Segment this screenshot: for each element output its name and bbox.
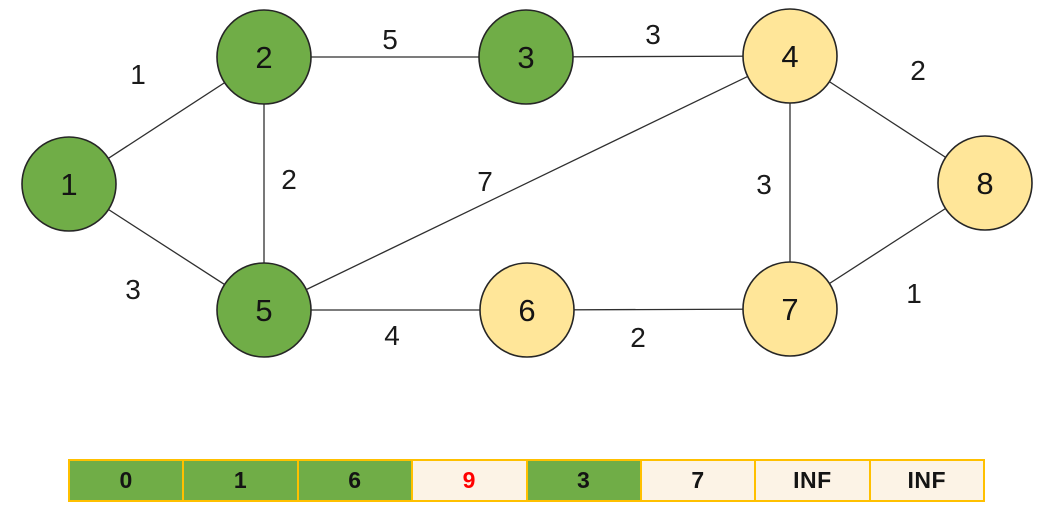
- distance-cell-3: 6: [298, 461, 414, 500]
- node-1: 1: [21, 136, 117, 232]
- distance-cell-4: 9: [413, 461, 528, 500]
- node-2: 2: [216, 9, 312, 105]
- distance-value-5: 3: [577, 467, 591, 493]
- edge-weight-4-8: 2: [910, 55, 926, 86]
- distance-table: 0 1 6 9 3 7 INF INF: [68, 459, 985, 502]
- distance-value-8: INF: [907, 467, 947, 493]
- edge-weight-1-5: 3: [125, 274, 141, 305]
- node-8-label: 8: [976, 166, 993, 201]
- distance-cell-8: INF: [870, 461, 983, 500]
- node-4: 4: [742, 8, 838, 104]
- node-8: 8: [937, 135, 1033, 231]
- node-4-label: 4: [781, 39, 798, 74]
- edge-weight-group: 1 3 5 2 3 7 3 2 4 2 1: [125, 19, 926, 353]
- edge-weight-5-6: 4: [384, 320, 400, 351]
- node-3: 3: [478, 9, 574, 105]
- graph-canvas: 1 3 5 2 3 7 3 2 4 2 1 1 2 3: [21, 8, 1033, 358]
- edge-4-5: [263, 55, 791, 311]
- distance-cell-5: 3: [527, 461, 642, 500]
- node-5-label: 5: [255, 293, 272, 328]
- node-group: 1 2 3 4 5 6 7: [21, 8, 1033, 358]
- node-6-label: 6: [518, 293, 535, 328]
- distance-value-7: INF: [793, 467, 832, 493]
- node-5: 5: [216, 262, 312, 358]
- edge-weight-3-4: 3: [645, 19, 661, 50]
- edge-weight-6-7: 2: [630, 322, 646, 353]
- distance-value-2: 1: [233, 467, 248, 493]
- distance-value-6: 7: [691, 467, 705, 493]
- distance-cell-6: 7: [641, 461, 757, 500]
- edge-weight-7-8: 1: [906, 278, 922, 309]
- node-1-label: 1: [60, 167, 77, 202]
- node-6: 6: [479, 262, 575, 358]
- distance-cell-1: 0: [70, 461, 185, 500]
- distance-cell-7: INF: [756, 461, 871, 500]
- node-7-label: 7: [781, 292, 798, 327]
- edge-weight-4-5: 7: [477, 166, 493, 197]
- edge-weight-4-7: 3: [756, 169, 772, 200]
- edge-weight-1-2: 1: [130, 59, 146, 90]
- distance-value-1: 0: [119, 467, 133, 493]
- node-2-label: 2: [255, 40, 272, 75]
- edge-weight-2-3: 5: [382, 24, 398, 55]
- node-3-label: 3: [517, 40, 534, 75]
- edge-weight-2-5: 2: [281, 164, 297, 195]
- distance-value-3: 6: [348, 467, 362, 493]
- distance-value-4: 9: [462, 467, 476, 493]
- distance-cell-2: 1: [184, 461, 299, 500]
- node-7: 7: [742, 261, 838, 357]
